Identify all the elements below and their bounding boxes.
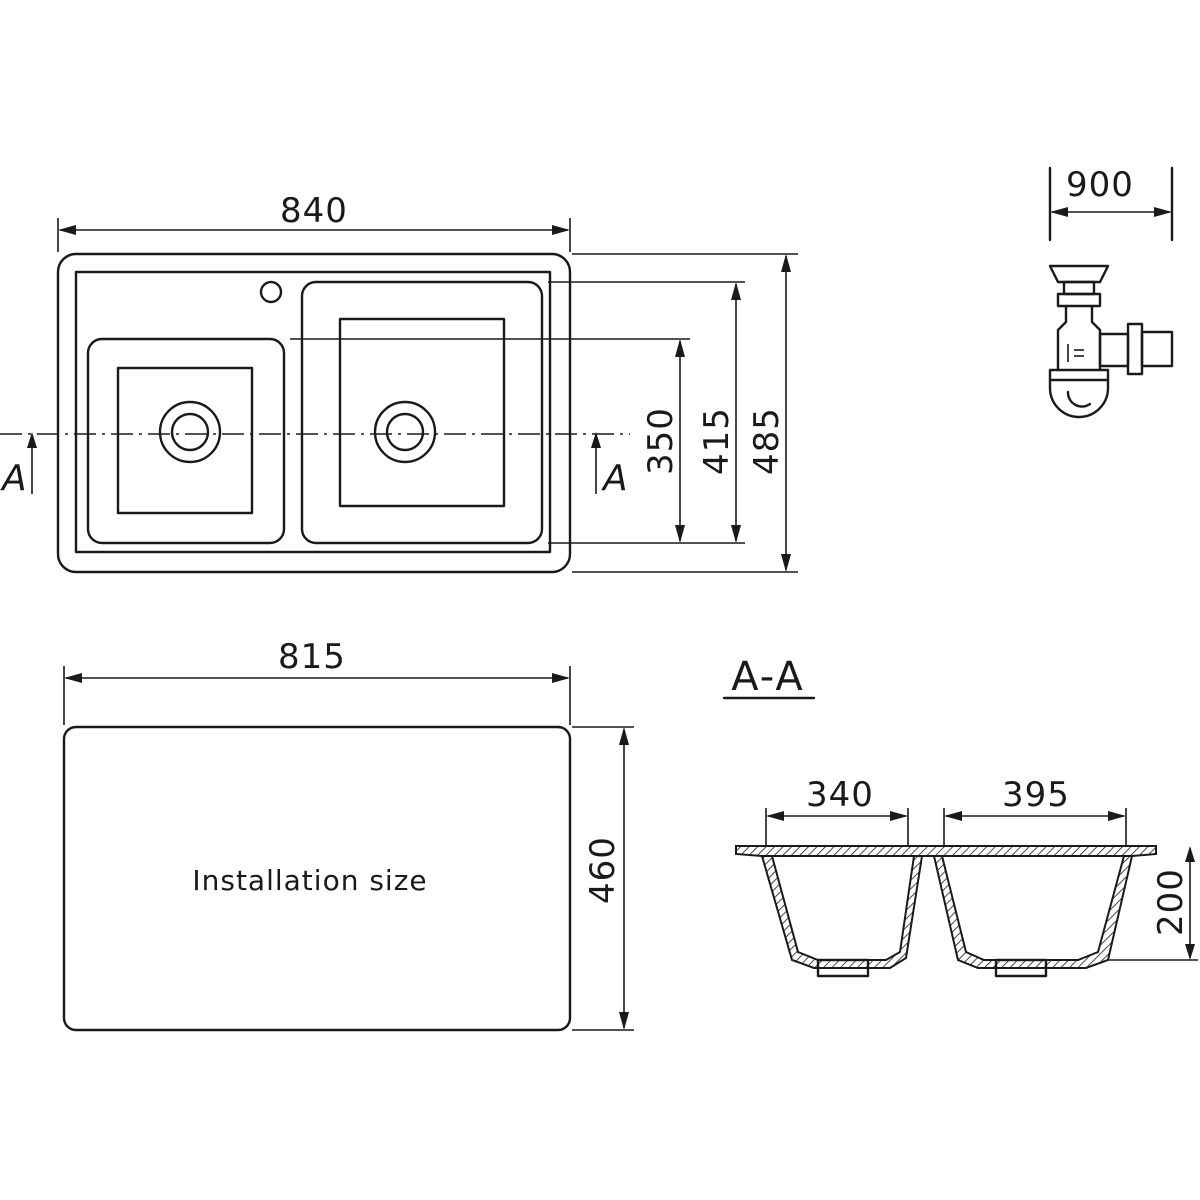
section-large-bowl [932, 855, 1134, 969]
siphon-icon [1048, 264, 1174, 419]
dim-815-label: 815 [278, 637, 346, 677]
top-view: A A 840 350 415 [0, 191, 798, 574]
section-rim [735, 845, 1157, 857]
dim-485-label: 485 [747, 407, 787, 475]
dim-200: 200 [1108, 846, 1198, 961]
dim-340: 340 [765, 775, 909, 846]
installation-view: Installation size 815 460 [62, 637, 634, 1032]
large-drain-outer [373, 400, 437, 464]
section-large-drain [994, 958, 1048, 978]
installation-cutout [62, 725, 572, 1032]
dim-815: 815 [63, 637, 571, 725]
large-bowl-outline [300, 280, 544, 545]
dim-200-label: 200 [1151, 868, 1191, 936]
large-drain-inner [385, 412, 425, 452]
section-marker-right-arrow [591, 432, 601, 448]
small-bowl-outline [86, 337, 286, 545]
dim-840-label: 840 [280, 191, 348, 231]
dim-900-label: 900 [1066, 165, 1134, 205]
dim-395: 395 [943, 775, 1127, 846]
small-drain-inner [170, 412, 210, 452]
section-small-drain [816, 958, 870, 978]
small-drain-outer [158, 400, 222, 464]
dim-415-label: 415 [697, 407, 737, 475]
section-title: A-A [731, 654, 804, 700]
cabinet-siphon-view: 900 [1048, 165, 1174, 419]
section-marker-left-arrow [27, 432, 37, 448]
dim-340-label: 340 [806, 775, 874, 815]
dim-395-label: 395 [1002, 775, 1070, 815]
dim-460-label: 460 [583, 836, 623, 904]
dim-900: 900 [1048, 165, 1174, 242]
section-view: A-A 340 395 [722, 654, 1198, 978]
dim-350-label: 350 [641, 407, 681, 475]
small-bowl-bottom [116, 366, 254, 515]
dim-840: 840 [57, 191, 571, 252]
dim-485: 485 [747, 254, 791, 572]
sink-inner-rim [74, 270, 552, 554]
dim-350: 350 [641, 339, 685, 543]
section-small-bowl [760, 855, 924, 969]
sink-outer-outline [56, 252, 572, 574]
dim-415: 415 [697, 282, 741, 543]
installation-label: Installation size [192, 864, 427, 897]
dim-460: 460 [572, 726, 634, 1031]
large-bowl-bottom [338, 317, 506, 508]
section-marker-right: A [601, 458, 628, 499]
tap-hole [259, 280, 283, 304]
section-marker-left: A [0, 458, 27, 499]
